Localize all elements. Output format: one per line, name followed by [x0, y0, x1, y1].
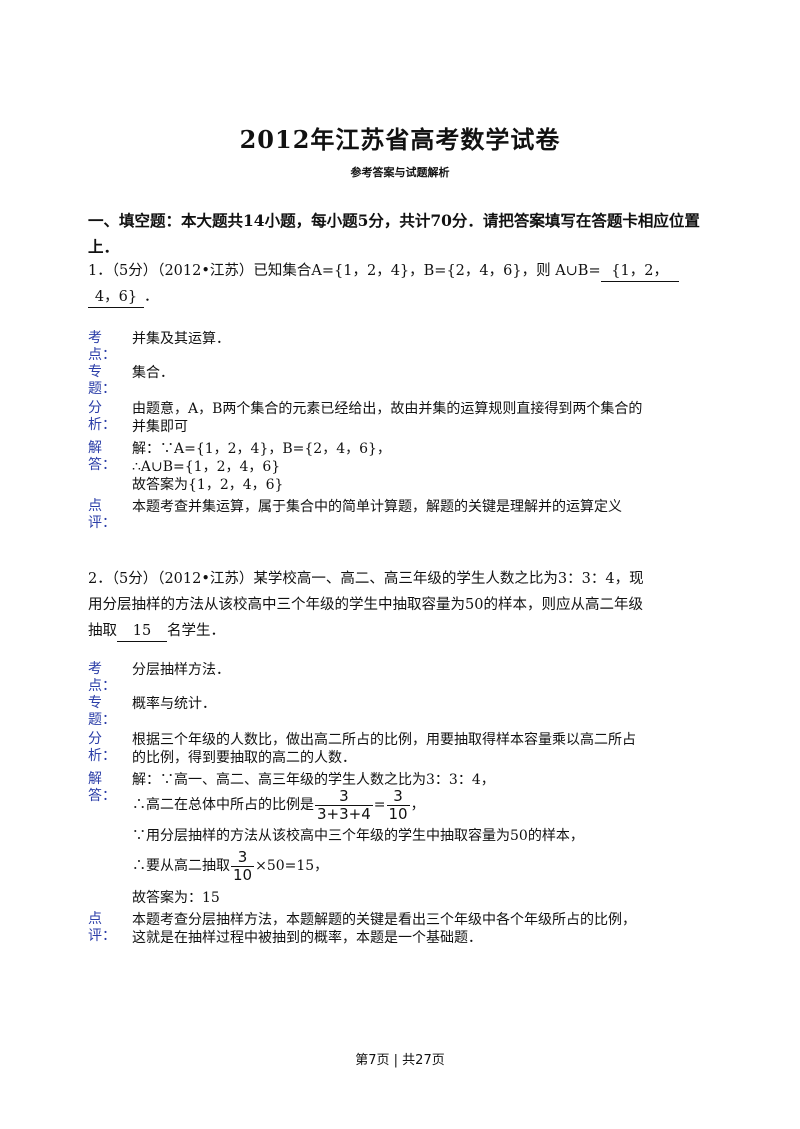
q1-dianping-text: 本题考查并集运算，属于集合中的简单计算题，解题的关键是理解并的运算定义	[132, 499, 622, 515]
question-1-answer-part2: 4，6}	[88, 287, 144, 308]
q1-fenxi-line1: 由题意，A，B两个集合的元素已经给出，故由并集的运算规则直接得到两个集合的	[132, 401, 643, 417]
question-1-solution: 考点： 并集及其运算． 专题： 集合． 分析： 由题意，A，B两个集合的元素已经…	[88, 330, 738, 532]
q2-fenxi-line2: 的比例，得到要抽取的高二的人数．	[132, 750, 356, 766]
q1-fenxi-line2: 并集即可	[132, 419, 188, 435]
q1-jieda-label: 解答：	[88, 440, 116, 473]
q2-fenxi-row: 分析： 根据三个年级的人数比，做出高二所占的比例，用要抽取得样本容量乘以高二所占…	[88, 731, 738, 771]
q1-jieda-line2: ∴A∪B={1，2，4，6}	[132, 459, 281, 475]
q1-jieda-line1: 解：∵A={1，2，4}，B={2，4，6}，	[132, 441, 391, 457]
q2-jieda-label: 解答：	[88, 771, 116, 804]
q2-jieda-line1: 解：∵高一、高二、高三年级的学生人数之比为3：3：4，	[132, 772, 495, 788]
q2-zhuanti-label: 专题：	[88, 695, 116, 728]
question-1-end: ．	[144, 289, 159, 305]
page-footer: 第7页 | 共27页	[355, 1053, 445, 1068]
question-1-stem: 1．（5分）（2012•江苏）已知集合A={1，2，4}，B={2，4，6}，则…	[88, 258, 728, 310]
q2-jieda-row: 解答： 解：∵高一、高二、高三年级的学生人数之比为3：3：4， ∴高二在总体中所…	[88, 771, 738, 911]
q1-kaodian-row: 考点： 并集及其运算．	[88, 330, 738, 364]
q2-kaodian-row: 考点： 分层抽样方法．	[88, 661, 738, 695]
question-2-post: 名学生．	[167, 623, 225, 639]
q2-dianping-label: 点评：	[88, 911, 116, 944]
q2-fenxi-label: 分析：	[88, 731, 116, 764]
q1-zhuanti-text: 集合．	[132, 365, 174, 381]
q2-dianping-row: 点评： 本题考查分层抽样方法，本题解题的关键是看出三个年级中各个年级所占的比例，…	[88, 911, 738, 947]
q1-dianping-row: 点评： 本题考查并集运算，属于集合中的简单计算题，解题的关键是理解并的运算定义	[88, 498, 738, 532]
q1-fenxi-label: 分析：	[88, 400, 116, 433]
question-2-line2: 用分层抽样的方法从该校高中三个年级的学生中抽取容量为50的样本，则应从高二年级	[88, 597, 643, 613]
q2-dianping-line1: 本题考查分层抽样方法，本题解题的关键是看出三个年级中各个年级所占的比例，	[132, 912, 636, 928]
q1-kaodian-label: 考点：	[88, 330, 116, 363]
q2-kaodian-label: 考点：	[88, 661, 116, 694]
q1-zhuanti-row: 专题： 集合．	[88, 364, 738, 400]
question-2-pre: 抽取	[88, 623, 117, 639]
question-1-answer-part1: {1，2，	[600, 261, 679, 282]
question-2-solution: 考点： 分层抽样方法． 专题： 概率与统计． 分析： 根据三个年级的人数比，做出…	[88, 661, 738, 947]
page-subtitle: 参考答案与试题解析	[350, 166, 450, 179]
q1-dianping-label: 点评：	[88, 498, 116, 531]
q2-kaodian-text: 分层抽样方法．	[132, 662, 230, 678]
q1-kaodian-text: 并集及其运算．	[132, 331, 230, 347]
q2-jieda-line3: ∵用分层抽样的方法从该校高中三个年级的学生中抽取容量为50的样本，	[132, 828, 584, 844]
section-heading: 一、填空题：本大题共14小题，每小题5分，共计70分．请把答案填写在答题卡相应位…	[88, 211, 700, 256]
q2-fenxi-line1: 根据三个年级的人数比，做出高二所占的比例，用要抽取得样本容量乘以高二所占	[132, 732, 636, 748]
question-1-text: 1．（5分）（2012•江苏）已知集合A={1，2，4}，B={2，4，6}，则…	[88, 263, 601, 279]
q2-zhuanti-text: 概率与统计．	[132, 696, 216, 712]
q2-jieda-line5: 故答案为：15	[132, 890, 220, 906]
q1-jieda-line3: 故答案为{1，2，4，6}	[132, 477, 284, 493]
question-2-answer: 15	[117, 621, 167, 642]
q2-dianping-line2: 这就是在抽样过程中被抽到的概率，本题是一个基础题．	[132, 930, 482, 946]
q1-fenxi-row: 分析： 由题意，A，B两个集合的元素已经给出，故由并集的运算规则直接得到两个集合…	[88, 400, 738, 440]
question-2-line1: 2．（5分）（2012•江苏）某学校高一、高二、高三年级的学生人数之比为3：3：…	[88, 571, 644, 587]
page-title: 2012年江苏省高考数学试卷	[239, 125, 561, 154]
question-2-stem: 2．（5分）（2012•江苏）某学校高一、高二、高三年级的学生人数之比为3：3：…	[88, 566, 728, 644]
q1-jieda-row: 解答： 解：∵A={1，2，4}，B={2，4，6}， ∴A∪B={1，2，4，…	[88, 440, 738, 498]
q1-zhuanti-label: 专题：	[88, 364, 116, 397]
q2-zhuanti-row: 专题： 概率与统计．	[88, 695, 738, 731]
